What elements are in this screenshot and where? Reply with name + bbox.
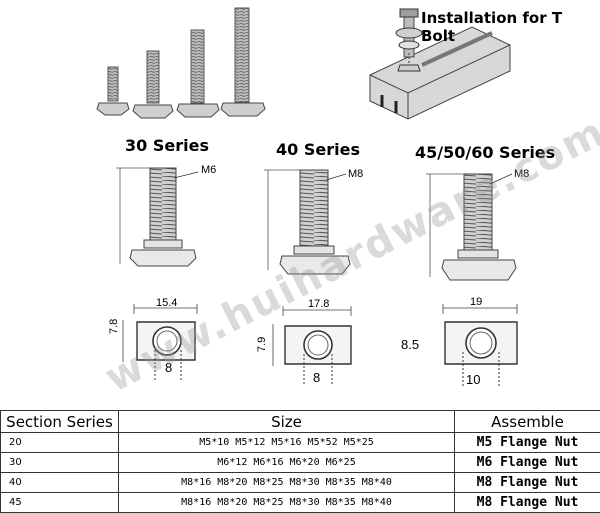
thread-label-30: M6 [201, 164, 216, 176]
cell-series: 40 [1, 473, 119, 493]
series-label-30: 30 Series [125, 136, 209, 155]
nut-slot-30: 8 [165, 360, 172, 375]
thread-label-40: M8 [348, 168, 363, 180]
cell-size: M8*16 M8*20 M8*25 M8*30 M8*35 M8*40 [119, 493, 455, 513]
nut-height-45-50-60: 8.5 [401, 337, 419, 352]
nut-slot-40: 8 [313, 370, 320, 385]
bolt-drawing-45-50-60 [420, 162, 560, 287]
nut-width-45-50-60: 19 [470, 296, 482, 308]
thread-label-45-50-60: M8 [514, 168, 529, 180]
table-header-row: Section Series Size Assemble [1, 411, 600, 433]
cell-series: 20 [1, 433, 119, 453]
t-bolt-product-photo [95, 5, 275, 120]
header-section-series: Section Series [1, 411, 119, 433]
cell-size: M6*12 M6*16 M6*20 M6*25 [119, 453, 455, 473]
series-label-40: 40 Series [276, 140, 360, 159]
header-assemble: Assemble [455, 411, 600, 433]
cell-assemble: M5 Flange Nut [455, 433, 600, 453]
nut-slot-45-50-60: 10 [466, 372, 480, 387]
nut-height-30: 7.8 [108, 319, 120, 334]
cell-assemble: M8 Flange Nut [455, 473, 600, 493]
table-row: 30 M6*12 M6*16 M6*20 M6*25 M6 Flange Nut [1, 453, 600, 473]
table-row: 45 M8*16 M8*20 M8*25 M8*30 M8*35 M8*40 M… [1, 493, 600, 513]
nut-top-view-45-50-60 [425, 302, 545, 392]
cell-size: M5*10 M5*12 M5*16 M5*52 M5*25 [119, 433, 455, 453]
cell-assemble: M8 Flange Nut [455, 493, 600, 513]
cell-series: 30 [1, 453, 119, 473]
series-label-45-50-60: 45/50/60 Series [415, 143, 555, 162]
bolt-drawing-30 [110, 160, 240, 280]
installation-title: Installation for T Bolt [421, 9, 600, 45]
bolt-drawing-40 [258, 160, 388, 285]
header-size: Size [119, 411, 455, 433]
nut-width-40: 17.8 [308, 298, 329, 310]
cell-size: M8*16 M8*20 M8*25 M8*30 M8*35 M8*40 [119, 473, 455, 493]
nut-height-40: 7.9 [256, 337, 268, 352]
table-row: 20 M5*10 M5*12 M5*16 M5*52 M5*25 M5 Flan… [1, 433, 600, 453]
nut-width-30: 15.4 [156, 297, 177, 309]
cell-series: 45 [1, 493, 119, 513]
cell-assemble: M6 Flange Nut [455, 453, 600, 473]
table-row: 40 M8*16 M8*20 M8*25 M8*30 M8*35 M8*40 M… [1, 473, 600, 493]
spec-table: Section Series Size Assemble 20 M5*10 M5… [0, 410, 600, 513]
